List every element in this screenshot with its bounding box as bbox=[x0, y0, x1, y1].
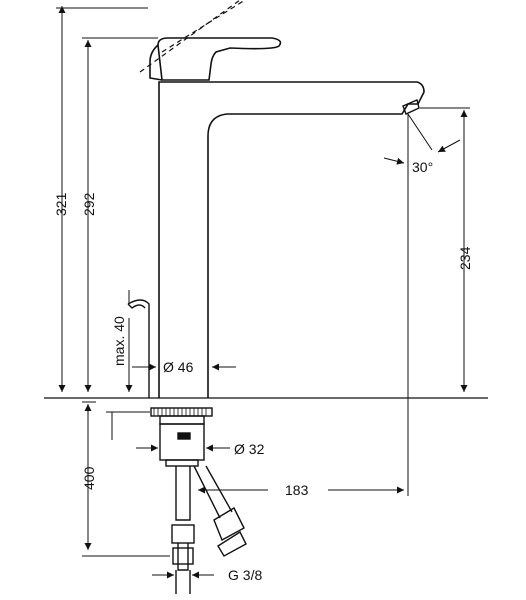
aerator bbox=[402, 99, 420, 115]
dim-g38-label: G 3/8 bbox=[228, 567, 262, 583]
dim-292-label: 292 bbox=[81, 192, 97, 216]
dim-30-degree-label: 30° bbox=[412, 159, 433, 175]
dim-diameter-32-label: Ø 32 bbox=[234, 441, 265, 457]
dim-183-label: 183 bbox=[285, 482, 309, 498]
under-deck-fixture bbox=[150, 407, 247, 594]
dim-400-label: 400 bbox=[81, 466, 97, 490]
dim-321-label: 321 bbox=[53, 192, 69, 216]
dim-max40-label: max. 40 bbox=[111, 316, 127, 366]
dimension-lines bbox=[56, 5, 470, 579]
pop-up-rod bbox=[127, 299, 150, 398]
lever-raised-outline bbox=[139, 0, 246, 73]
dim-diameter-46-label: Ø 46 bbox=[163, 359, 194, 375]
dim-234-label: 234 bbox=[457, 246, 473, 270]
lever bbox=[157, 37, 282, 81]
faucet-body bbox=[127, 0, 425, 398]
